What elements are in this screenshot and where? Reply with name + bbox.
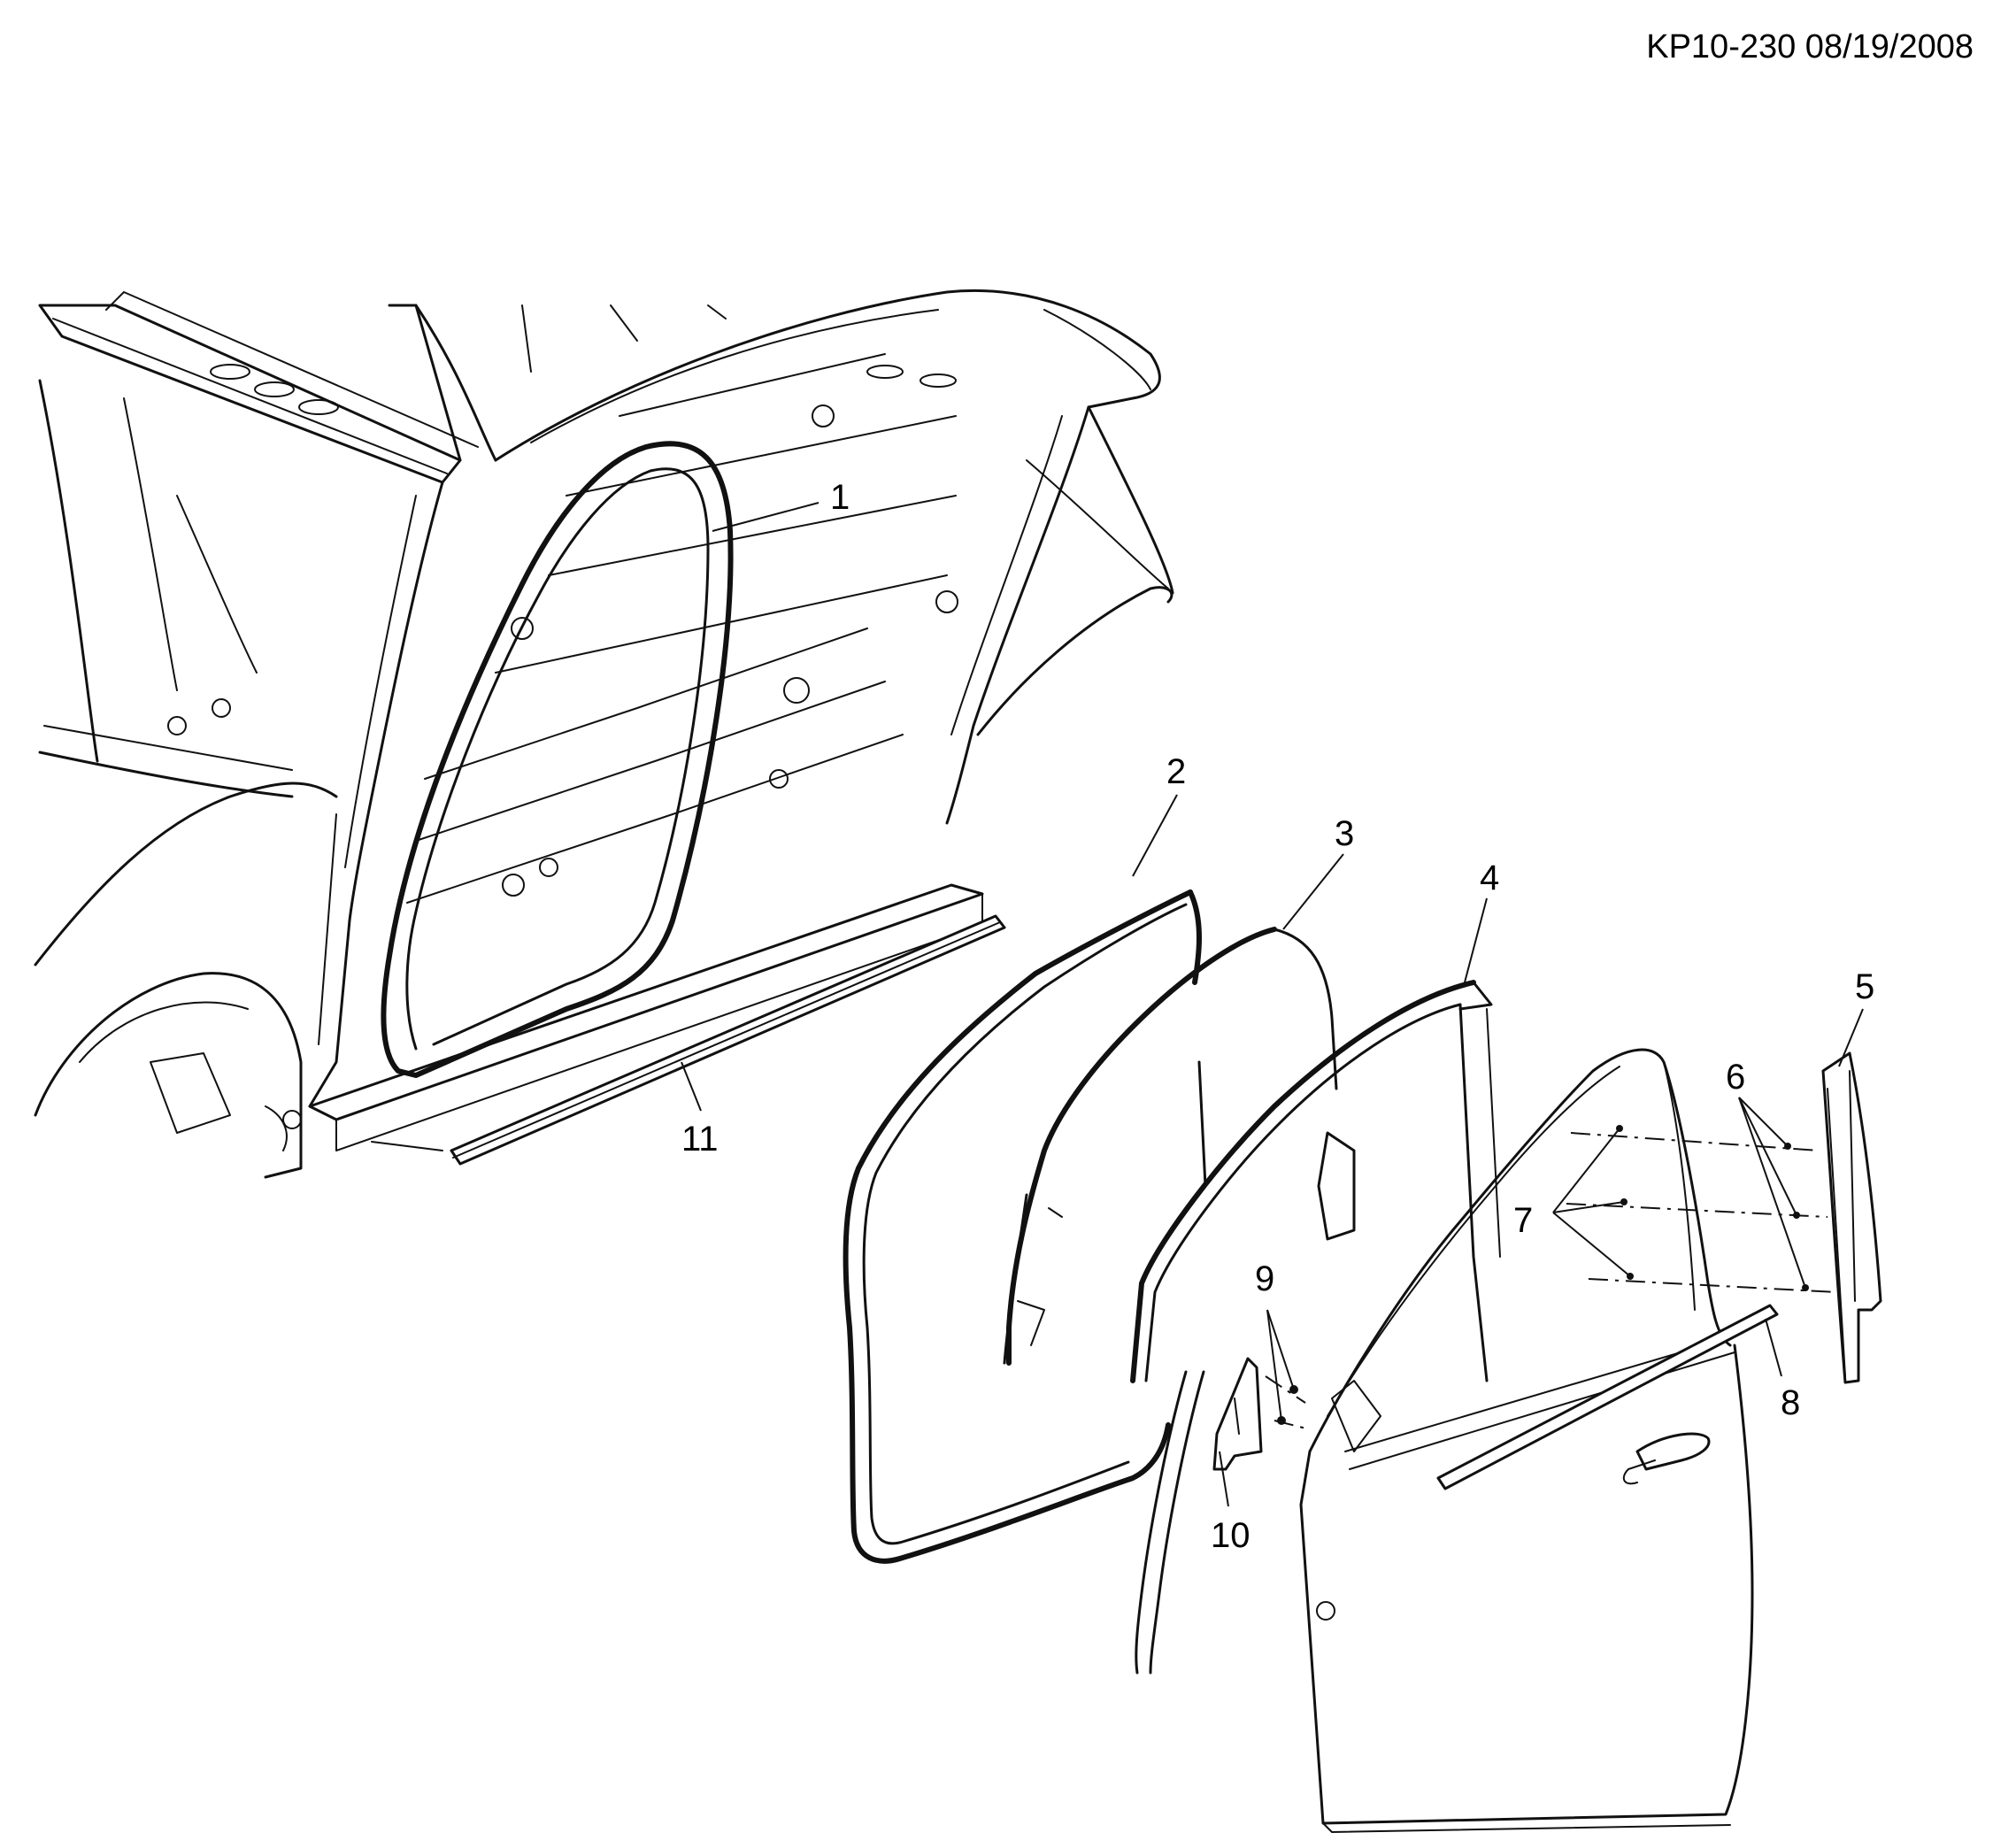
leader-9b	[1266, 1309, 1282, 1421]
leader-8	[1765, 1318, 1782, 1377]
callout-5: 5	[1855, 967, 1874, 1006]
callout-3: 3	[1335, 814, 1354, 853]
leader-7b	[1552, 1201, 1625, 1213]
callout-8: 8	[1781, 1383, 1800, 1422]
leader-6b	[1738, 1097, 1797, 1216]
door-window-channel	[1130, 980, 1476, 1383]
leader-9a	[1266, 1309, 1295, 1390]
body-opening-weatherstrip	[381, 441, 734, 1078]
callout-4: 4	[1480, 859, 1499, 897]
leader-6a	[1738, 1097, 1789, 1147]
callout-9: 9	[1255, 1259, 1274, 1298]
leader-7a	[1552, 1128, 1620, 1213]
callout-1: 1	[830, 478, 850, 517]
leader-7c	[1552, 1212, 1631, 1277]
callout-7: 7	[1513, 1201, 1533, 1240]
mirror-patch-bracket	[1212, 1357, 1263, 1471]
leader-5	[1838, 1008, 1864, 1067]
callout-11: 11	[681, 1120, 719, 1159]
callout-2: 2	[1166, 752, 1186, 791]
leader-11	[681, 1061, 702, 1112]
door-weatherstrip	[843, 889, 1193, 1564]
b-pillar-applique	[1821, 1051, 1882, 1384]
vehicle-body-side-illustration	[34, 289, 1174, 1179]
document-id: KP10-230 08/19/2008	[1646, 28, 1974, 65]
leader-1	[712, 502, 820, 532]
front-door-shell	[1299, 1048, 1754, 1833]
leader-2	[1132, 794, 1178, 877]
leader-4	[1464, 897, 1488, 983]
callout-6: 6	[1726, 1058, 1745, 1097]
leader-3	[1282, 853, 1344, 930]
callout-10: 10	[1211, 1516, 1250, 1555]
door-belt-molding	[1436, 1304, 1779, 1490]
leader-10	[1219, 1451, 1229, 1507]
leader-6c	[1738, 1097, 1806, 1289]
